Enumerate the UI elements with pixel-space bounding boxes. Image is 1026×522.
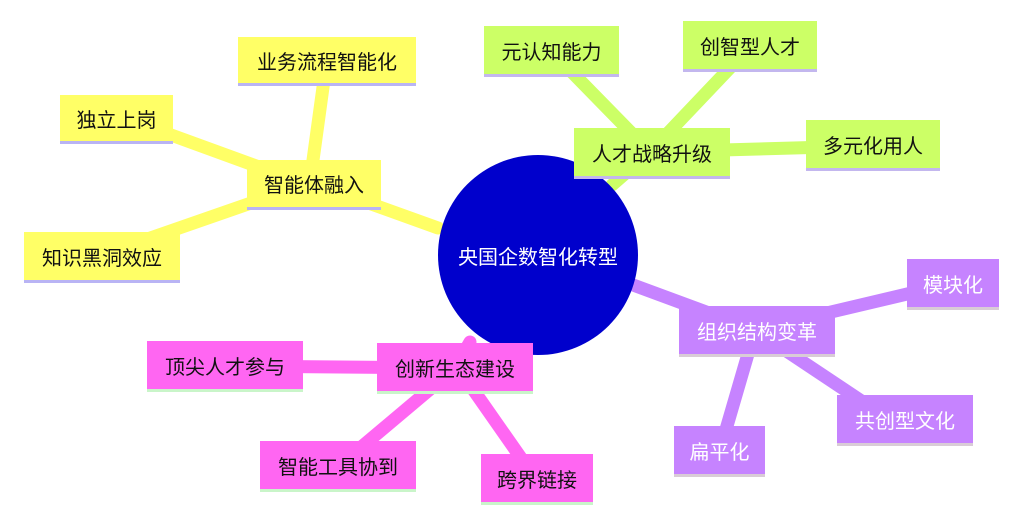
node-label: 顶尖人才参与 xyxy=(165,354,285,379)
node-label: 创新生态建设 xyxy=(395,356,515,381)
node-purple-child-2: 共创型文化 xyxy=(837,395,973,446)
node-pink-main: 创新生态建设 xyxy=(377,343,533,394)
node-label: 跨界链接 xyxy=(497,467,577,492)
node-label: 多元化用人 xyxy=(823,133,923,158)
node-purple-main: 组织结构变革 xyxy=(679,306,835,357)
node-yellow-child-1: 业务流程智能化 xyxy=(238,37,416,86)
node-yellow-child-3: 知识黑洞效应 xyxy=(24,232,180,283)
node-label: 模块化 xyxy=(923,272,983,297)
node-green-child-2: 创智型人才 xyxy=(683,21,817,72)
node-purple-child-3: 扁平化 xyxy=(674,426,765,477)
node-green-child-1: 元认知能力 xyxy=(484,26,619,77)
node-pink-child-3: 跨界链接 xyxy=(481,454,593,505)
node-label: 人才战略升级 xyxy=(592,141,712,166)
node-label: 独立上岗 xyxy=(76,107,157,132)
center-node: 央国企数智化转型 xyxy=(438,155,638,355)
node-label: 组织结构变革 xyxy=(697,319,817,344)
node-label: 知识黑洞效应 xyxy=(42,245,162,270)
node-label: 元认知能力 xyxy=(501,39,602,64)
node-label: 智能工具协到 xyxy=(278,454,398,479)
node-purple-child-1: 模块化 xyxy=(907,259,999,310)
node-green-child-3: 多元化用人 xyxy=(806,120,940,171)
node-label: 业务流程智能化 xyxy=(257,49,397,74)
node-green-main: 人才战略升级 xyxy=(574,128,730,179)
node-pink-child-1: 顶尖人才参与 xyxy=(147,341,303,392)
node-label: 智能体融入 xyxy=(264,173,364,197)
node-label: 创智型人才 xyxy=(700,34,800,59)
node-yellow-main: 智能体融入 xyxy=(247,160,381,210)
node-yellow-child-2: 独立上岗 xyxy=(60,95,173,144)
node-label: 扁平化 xyxy=(689,439,750,464)
node-pink-child-2: 智能工具协到 xyxy=(260,441,416,492)
center-node-label: 央国企数智化转型 xyxy=(458,244,618,269)
node-label: 共创型文化 xyxy=(855,408,955,433)
